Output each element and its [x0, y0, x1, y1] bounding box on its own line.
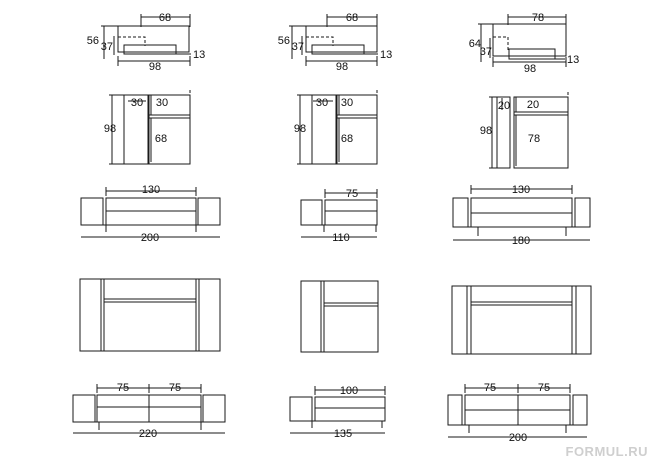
dim-seat-width-a: 75: [117, 382, 129, 394]
dim-seat: 78: [528, 133, 540, 145]
dim-depth: 98: [294, 123, 306, 135]
dim-depth-top: 78: [532, 12, 544, 24]
front-view-6: 75 75 200: [447, 382, 588, 444]
dim-depth-top: 68: [346, 12, 358, 24]
dim-leg: 13: [567, 54, 579, 66]
top-view-1: [79, 278, 221, 352]
side-section-3: 78 64 37 98 13: [469, 12, 580, 75]
dim-total-width: 200: [509, 432, 527, 444]
dim-depth: 98: [524, 63, 536, 75]
front-view-3: 130 180: [452, 184, 591, 247]
dim-seat-width: 75: [346, 188, 358, 200]
dim-seat-width: 130: [142, 184, 160, 196]
dim-total-width: 110: [332, 232, 350, 244]
dim-seat-width-b: 75: [169, 382, 181, 394]
watermark: FORMUL.RU: [566, 444, 649, 459]
dim-back: 30: [341, 97, 353, 109]
dim-total-width: 180: [512, 235, 530, 247]
front-view-4: 75 75 220: [72, 382, 226, 440]
plan-module-3: 20 20 78 98: [480, 92, 569, 169]
dim-depth-top: 68: [159, 12, 171, 24]
dim-arm: 20: [498, 100, 510, 112]
dim-seat-width: 100: [340, 385, 358, 397]
dim-seat-width: 130: [512, 184, 530, 196]
dim-height: 64: [469, 38, 481, 50]
side-section-1: 68 56 37 98 13: [87, 12, 206, 73]
front-view-1: 130 200: [80, 184, 221, 244]
dim-leg: 13: [193, 49, 205, 61]
dim-total-width: 135: [334, 428, 352, 440]
front-view-5: 100 135: [289, 385, 386, 440]
dim-height: 56: [87, 35, 99, 47]
dim-depth: 98: [480, 125, 492, 137]
dim-total-width: 200: [141, 232, 159, 244]
dim-height: 56: [278, 35, 290, 47]
dim-back: 30: [156, 97, 168, 109]
dim-arm: 30: [316, 97, 328, 109]
dim-depth: 98: [149, 61, 161, 73]
plan-module-2: 30 30 68 98: [294, 90, 378, 165]
dim-back: 20: [527, 99, 539, 111]
dim-depth: 98: [336, 61, 348, 73]
dim-seat: 68: [155, 133, 167, 145]
dim-leg: 13: [380, 49, 392, 61]
top-view-2: [300, 280, 379, 353]
dim-arm: 30: [131, 97, 143, 109]
dim-seat-height: 37: [480, 46, 492, 58]
front-view-2: 75 110: [300, 188, 378, 244]
dim-depth: 98: [104, 123, 116, 135]
side-section-2: 68 56 37 98 13: [278, 12, 393, 73]
dim-seat-height: 37: [292, 41, 304, 53]
dim-total-width: 220: [139, 428, 157, 440]
dim-seat-width-a: 75: [484, 382, 496, 394]
dim-seat: 68: [341, 133, 353, 145]
top-view-3: [451, 285, 592, 355]
plan-module-1: 30 30 68 98: [104, 90, 191, 165]
dim-seat-width-b: 75: [538, 382, 550, 394]
dim-seat-height: 37: [101, 41, 113, 53]
